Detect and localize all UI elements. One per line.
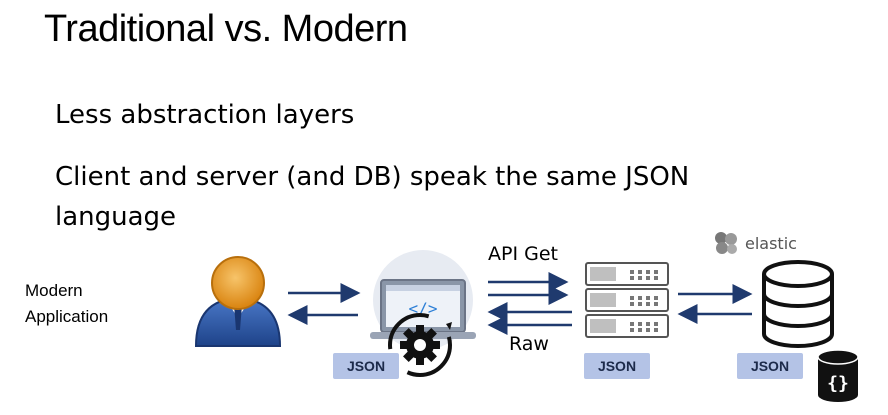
slide-title: Traditional vs. Modern bbox=[44, 8, 408, 50]
user-icon bbox=[194, 256, 282, 347]
json-badge-client: JSON bbox=[333, 353, 399, 379]
elastic-logo-icon bbox=[715, 232, 737, 254]
bullet-json-language: Client and server (and DB) speak the sam… bbox=[55, 162, 690, 232]
json-badge-db: JSON bbox=[737, 353, 803, 379]
raw-label: Raw bbox=[509, 333, 549, 355]
user-laptop-arrows bbox=[287, 283, 361, 325]
modern-application-label: Modern Application bbox=[25, 281, 109, 326]
server-db-arrows bbox=[677, 284, 753, 324]
bullet-abstraction: Less abstraction layers bbox=[55, 100, 355, 130]
json-badge-server: JSON bbox=[584, 353, 650, 379]
database-icon bbox=[762, 260, 834, 348]
laptop-server-arrows bbox=[487, 272, 572, 335]
api-get-label: API Get bbox=[488, 243, 558, 265]
elastic-logo-text: elastic bbox=[745, 233, 797, 253]
svg-text:</>: </> bbox=[409, 299, 438, 318]
svg-text:{}: {} bbox=[827, 373, 849, 394]
elastic-logo: elastic bbox=[712, 230, 797, 256]
server-rack-icon bbox=[585, 262, 669, 338]
json-db-icon: {} bbox=[817, 349, 859, 402]
